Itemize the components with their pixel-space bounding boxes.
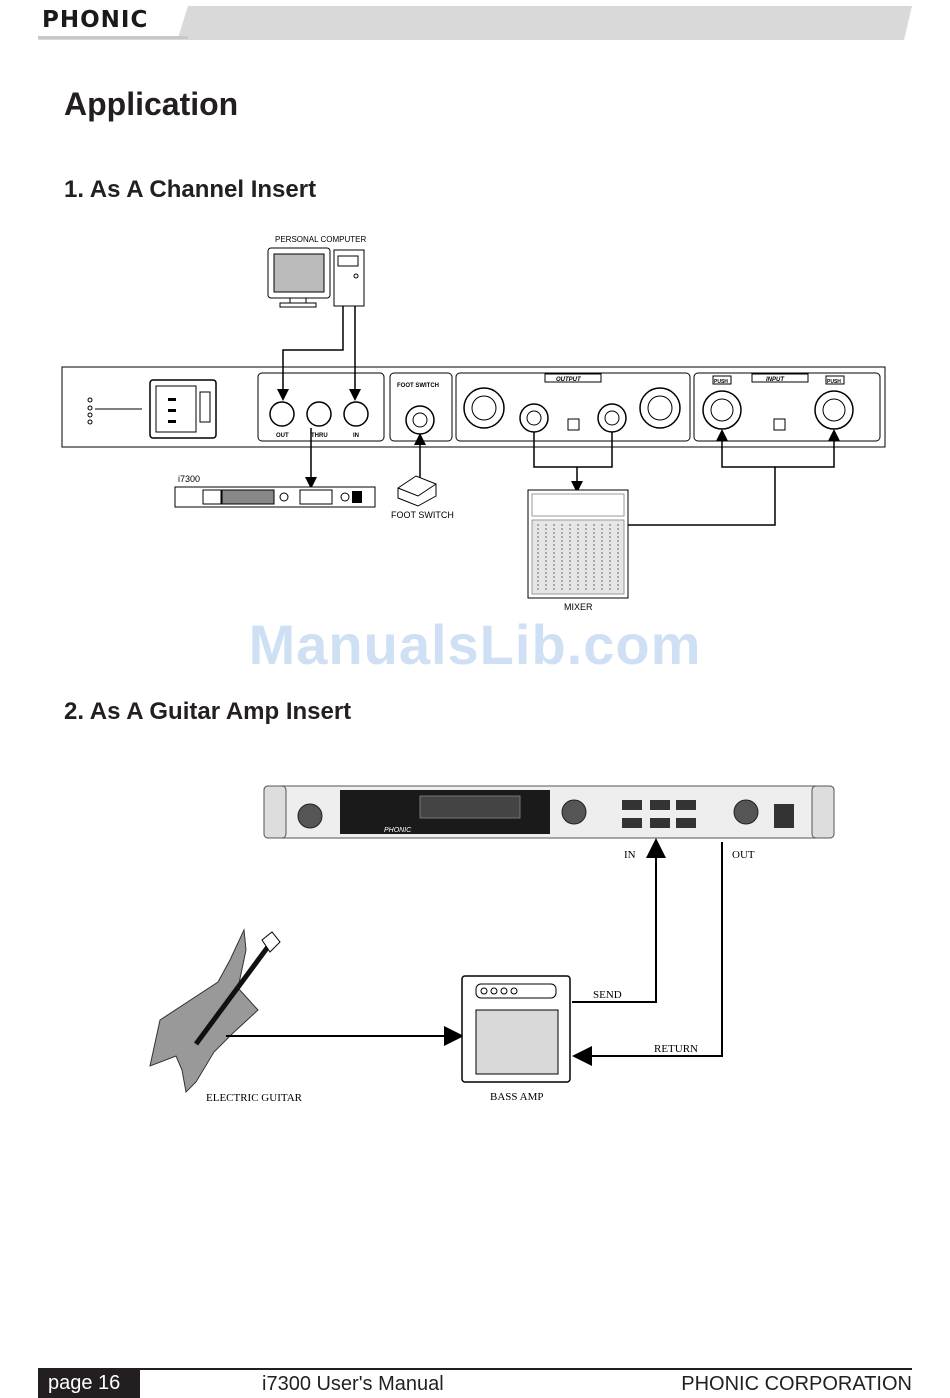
push-label-1: PUSH [714,379,728,385]
foot-switch-label: FOOT SWITCH [391,510,454,520]
electric-guitar: ELECTRIC GUITAR [150,930,303,1104]
page-number: page 16 [48,1372,120,1395]
in-label: IN [624,849,636,861]
mixer: MIXER [528,490,628,612]
midi-out-label: OUT [276,433,289,439]
i7300-front-panel: PHONIC [264,786,834,838]
front-brand-label: PHONIC [384,827,412,834]
bass-amp: BASS AMP [462,976,570,1103]
panel-foot-switch-label: FOOT SWITCH [397,383,439,389]
manual-title: i7300 User's Manual [262,1373,444,1396]
section-title-guitar-amp-insert: 2. As A Guitar Amp Insert [64,698,351,726]
guitar-amp-insert-diagram: PHONIC IN OUT SEND RETURN ELECTRIC GUITA… [0,780,950,1120]
foot-switch-pedal: FOOT SWITCH [391,476,454,520]
footer-rule [38,1368,912,1370]
out-label: OUT [732,849,755,861]
electric-guitar-label: ELECTRIC GUITAR [206,1092,303,1104]
rear-panel: OUT THRU IN FOOT SWITCH OUTPUT INPUT PUS… [62,367,885,447]
i7300-unit: i7300 [175,474,375,507]
channel-insert-diagram: PERSONAL COMPUTER OUT THRU IN FOOT SWIT [0,225,950,625]
company-name: PHONIC CORPORATION [681,1373,912,1396]
bass-amp-label: BASS AMP [490,1091,544,1103]
section-title-channel-insert: 1. As A Channel Insert [64,176,316,204]
midi-in-label: IN [353,433,359,439]
output-label: OUTPUT [556,377,582,383]
personal-computer-label: PERSONAL COMPUTER [275,235,366,244]
page-title: Application [64,86,238,123]
mixer-label: MIXER [564,602,593,612]
send-label: SEND [593,989,622,1001]
push-label-2: PUSH [827,379,841,385]
input-label: INPUT [766,377,785,383]
i7300-label: i7300 [178,474,200,484]
header-bar [38,6,912,40]
personal-computer: PERSONAL COMPUTER [268,235,366,307]
midi-thru-label: THRU [311,433,328,439]
brand-logo: PHONIC [42,7,148,33]
return-label: RETURN [654,1043,698,1055]
